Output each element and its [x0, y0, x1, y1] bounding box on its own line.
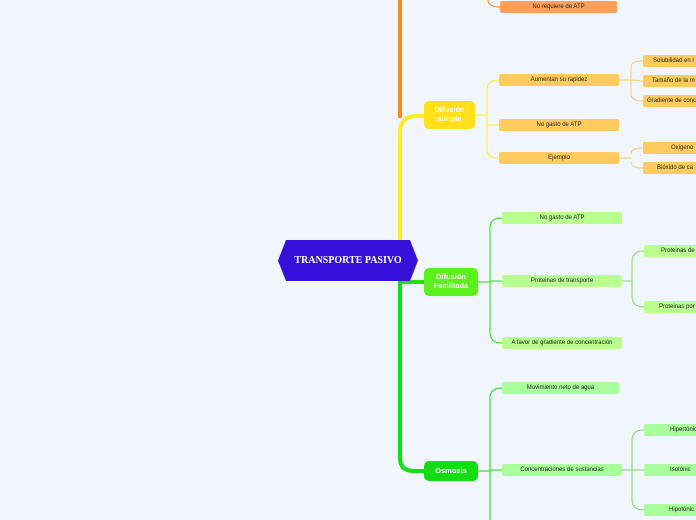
orange-connector — [487, 0, 501, 8]
os-movimiento-agua[interactable]: Movimiento neto de agua — [502, 382, 619, 394]
branch-difusion-facilitada[interactable]: Difusión Facilitada — [424, 268, 478, 296]
trunk-osmosis — [398, 282, 424, 473]
df-gradiente[interactable]: A favor de gradiente de concentración — [502, 337, 622, 349]
orange-leaf-no-requiere-atp[interactable]: No requiere de ATP — [500, 1, 617, 13]
ds-ejemplo-item-2[interactable]: Bióxido de ca — [643, 162, 696, 174]
df-proteinas-item-1[interactable]: Proteinas de — [644, 245, 696, 257]
ds-aumentan-rapidez[interactable]: Aumentan su rapidez — [499, 74, 619, 86]
ds-aumentan-item-3[interactable]: Gradiente de conc — [643, 95, 696, 107]
root-node[interactable]: TRANSPORTE PASIVO — [278, 240, 418, 281]
root-label: TRANSPORTE PASIVO — [294, 255, 402, 266]
df-proteinas-connector — [622, 250, 645, 308]
ds-no-gasto-atp[interactable]: No gasto de ATP — [499, 119, 619, 131]
branch-osmosis[interactable]: Osmosis — [424, 461, 478, 481]
os-concentraciones-item-3[interactable]: Hipotónic — [644, 504, 696, 516]
root-shape — [278, 240, 418, 281]
df-proteinas-transporte[interactable]: Proteinas de transporte — [502, 275, 622, 287]
ds-ejemplo-connector — [619, 147, 644, 169]
df-connector — [478, 217, 503, 344]
ds-ejemplo-item-1[interactable]: Oxigeno — [643, 142, 696, 154]
ds-aumentan-item-2[interactable]: Tamaño de la m — [643, 75, 696, 87]
ds-aumentan-item-1[interactable]: Solubilidad en l — [643, 55, 696, 67]
os-concentraciones[interactable]: Concentraciones de sustancias — [502, 464, 622, 476]
os-concentraciones-item-2[interactable]: Isotónic — [644, 464, 696, 476]
os-connector — [478, 387, 503, 520]
os-concentraciones-item-1[interactable]: Hipertónic — [644, 424, 696, 436]
df-proteinas-item-2[interactable]: Proteinas por — [644, 301, 696, 313]
ds-connector — [475, 79, 500, 159]
df-no-gasto-atp[interactable]: No gasto de ATP — [502, 212, 622, 224]
os-concentraciones-connector — [622, 429, 645, 511]
trunk-yellow — [398, 114, 424, 262]
ds-aumentan-connector — [619, 60, 644, 102]
ds-ejemplo[interactable]: Ejemplo — [499, 152, 619, 164]
branch-difusion-simple[interactable]: Difusión simple — [424, 101, 475, 129]
